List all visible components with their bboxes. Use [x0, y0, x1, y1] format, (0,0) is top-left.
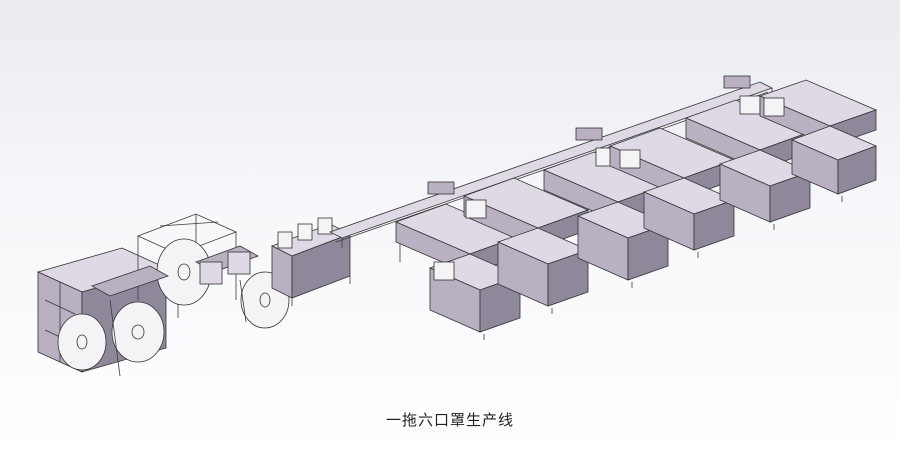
figure-caption: 一拖六口罩生产线 [385, 411, 514, 429]
earloop-machine-5 [684, 95, 812, 230]
earloop-machine-1 [394, 203, 522, 340]
earloop-machine-2 [462, 177, 590, 314]
earloop-machine-6 [758, 79, 878, 202]
main-forming-machine [36, 213, 351, 377]
